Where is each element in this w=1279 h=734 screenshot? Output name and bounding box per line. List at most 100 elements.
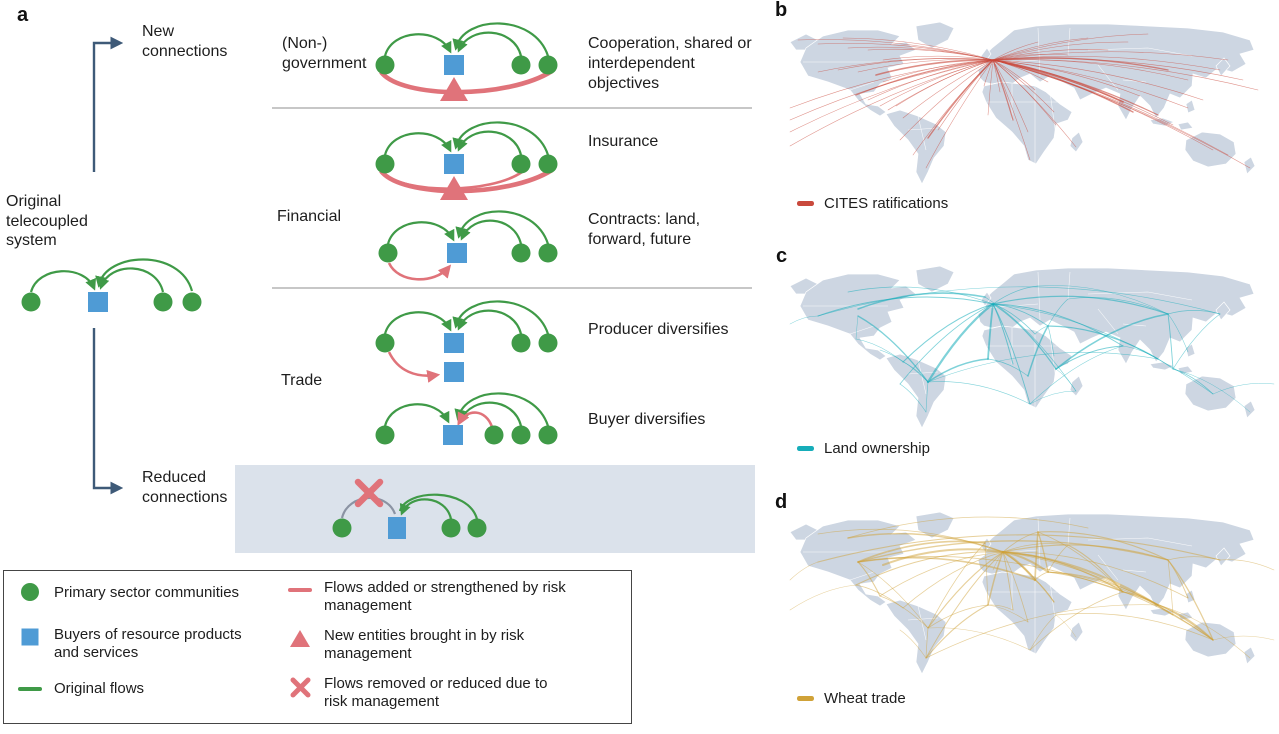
flow-line xyxy=(1122,591,1159,606)
flow-line xyxy=(992,41,1039,61)
original-flow-arc xyxy=(452,22,550,57)
flow-line xyxy=(817,528,1004,553)
reduced-row-background xyxy=(235,465,755,553)
cites-legend-dash-icon xyxy=(797,201,814,206)
original-flow-arc xyxy=(457,31,523,57)
flow-line xyxy=(1212,635,1275,641)
category-trade: Trade xyxy=(281,372,323,389)
panel-c-label: c xyxy=(776,245,788,267)
community-circle-icon xyxy=(21,583,39,601)
legend-label: Flows added or strengthened by risk mana… xyxy=(324,579,566,615)
flow-line xyxy=(992,303,1124,347)
flow-line xyxy=(1002,551,1029,623)
map-legend-label: Wheat trade xyxy=(824,690,906,707)
original-flow-arc xyxy=(29,270,96,293)
community-node xyxy=(538,425,558,445)
flow-line xyxy=(992,59,1189,109)
map-legend-label: Land ownership xyxy=(824,440,930,457)
buyer-node xyxy=(444,154,464,174)
original-flow-line-icon xyxy=(18,687,42,691)
flow-line xyxy=(902,303,994,363)
flow-line xyxy=(925,59,994,169)
panel-d-label: d xyxy=(775,491,788,513)
flow-line xyxy=(899,629,927,659)
legend-label: New entities brought in by risk manageme… xyxy=(324,627,525,663)
flow-line xyxy=(817,296,994,317)
added-flow-line-icon xyxy=(288,588,312,592)
flow-line xyxy=(927,551,1004,629)
branch-top-label: New connections xyxy=(142,23,228,60)
flow-lines xyxy=(789,516,1275,659)
flow-line xyxy=(879,595,929,629)
original-flow-arc xyxy=(452,121,550,156)
flow-lines xyxy=(789,285,1275,413)
flow-line xyxy=(1002,551,1189,599)
original-flow-arc xyxy=(399,498,453,520)
buyer-node xyxy=(388,517,406,539)
flow-line xyxy=(927,59,994,139)
flow-line xyxy=(1122,345,1174,370)
community-node xyxy=(375,154,395,174)
flow-line xyxy=(857,540,1169,563)
community-node xyxy=(511,333,531,353)
community-node xyxy=(375,333,395,353)
buyer-node xyxy=(444,333,464,353)
flow-line xyxy=(1172,368,1214,395)
risk-flow-arc xyxy=(387,262,452,281)
category-nongovernment: (Non-) government xyxy=(282,35,367,72)
community-node xyxy=(511,243,531,263)
flow-line xyxy=(987,604,1014,611)
flow-line xyxy=(984,542,989,606)
flow-line xyxy=(987,59,994,116)
community-node xyxy=(511,425,531,445)
flow-line xyxy=(1002,551,1014,611)
panel-b-label: b xyxy=(775,0,788,21)
description-producer: Producer diversifies xyxy=(588,321,729,338)
flow-line xyxy=(1212,383,1275,395)
flow-line xyxy=(789,561,819,581)
flow-line xyxy=(899,59,994,141)
flow-line xyxy=(987,551,1004,606)
figure-legend: Primary sector communities Buyers of res… xyxy=(3,570,632,724)
flow-line xyxy=(927,381,1031,405)
flow-line xyxy=(867,59,994,101)
flow-line xyxy=(895,59,994,107)
flow-line xyxy=(1029,345,1124,405)
flow-line xyxy=(1002,543,1069,553)
flow-line xyxy=(992,56,1221,71)
flow-line xyxy=(992,59,1259,91)
original-flow-arc xyxy=(383,33,452,57)
flow-line xyxy=(789,315,819,325)
flow-line xyxy=(857,315,929,383)
buyer-node xyxy=(444,55,464,75)
flow-line xyxy=(789,59,994,121)
flow-line xyxy=(1002,531,1039,553)
map-legend-cites: CITES ratifications xyxy=(797,195,948,212)
original-flow-arc xyxy=(383,311,452,335)
flow-line xyxy=(847,516,1089,539)
flow-line xyxy=(927,351,1159,383)
flow-line xyxy=(1122,591,1214,641)
flow-line xyxy=(1029,591,1124,651)
flow-line xyxy=(1037,285,1169,315)
flow-line xyxy=(992,41,1129,61)
diagram-row-reduced xyxy=(332,478,487,539)
flow-line xyxy=(1055,614,1077,638)
flow-line xyxy=(987,604,1029,623)
flow-line xyxy=(1047,325,1055,357)
flow-line xyxy=(992,303,1214,395)
diagram-row-insurance xyxy=(375,121,558,200)
removed-flow-x xyxy=(354,478,384,508)
flow-line xyxy=(992,59,1174,126)
new-entity-triangle xyxy=(440,176,468,200)
risk-flow-arc xyxy=(379,69,554,95)
flow-line xyxy=(992,285,1039,305)
map-legend-land: Land ownership xyxy=(797,440,930,457)
flow-line xyxy=(984,296,1077,392)
flow-line xyxy=(992,303,1014,365)
map-legend-wheat: Wheat trade xyxy=(797,690,906,707)
flow-line xyxy=(1047,571,1174,616)
flow-line xyxy=(1167,559,1189,599)
flow-line xyxy=(992,37,1089,61)
